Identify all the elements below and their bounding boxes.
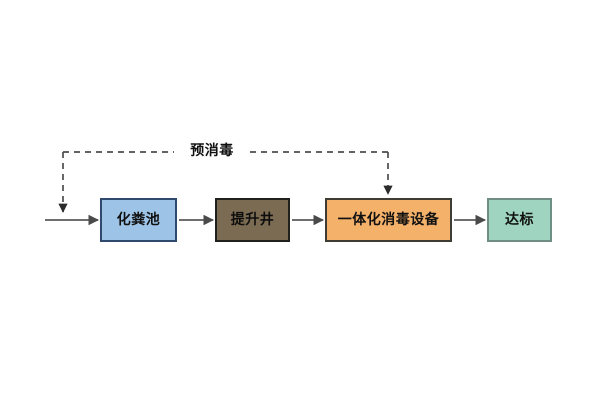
node-integrated-disinfection-equipment-label: 一体化消毒设备 xyxy=(337,212,440,228)
node-integrated-disinfection-equipment[interactable]: 一体化消毒设备 xyxy=(325,198,452,242)
node-septic-tank[interactable]: 化粪池 xyxy=(100,198,177,242)
node-standard-reached-label: 达标 xyxy=(505,212,534,228)
node-standard-reached[interactable]: 达标 xyxy=(487,198,552,242)
node-lift-well-label: 提升井 xyxy=(230,212,275,228)
feedback-loop-label-text: 预消毒 xyxy=(190,143,234,159)
node-lift-well[interactable]: 提升井 xyxy=(215,198,290,242)
node-septic-tank-label: 化粪池 xyxy=(116,212,161,228)
feedback-loop-label: 预消毒 xyxy=(176,139,248,163)
